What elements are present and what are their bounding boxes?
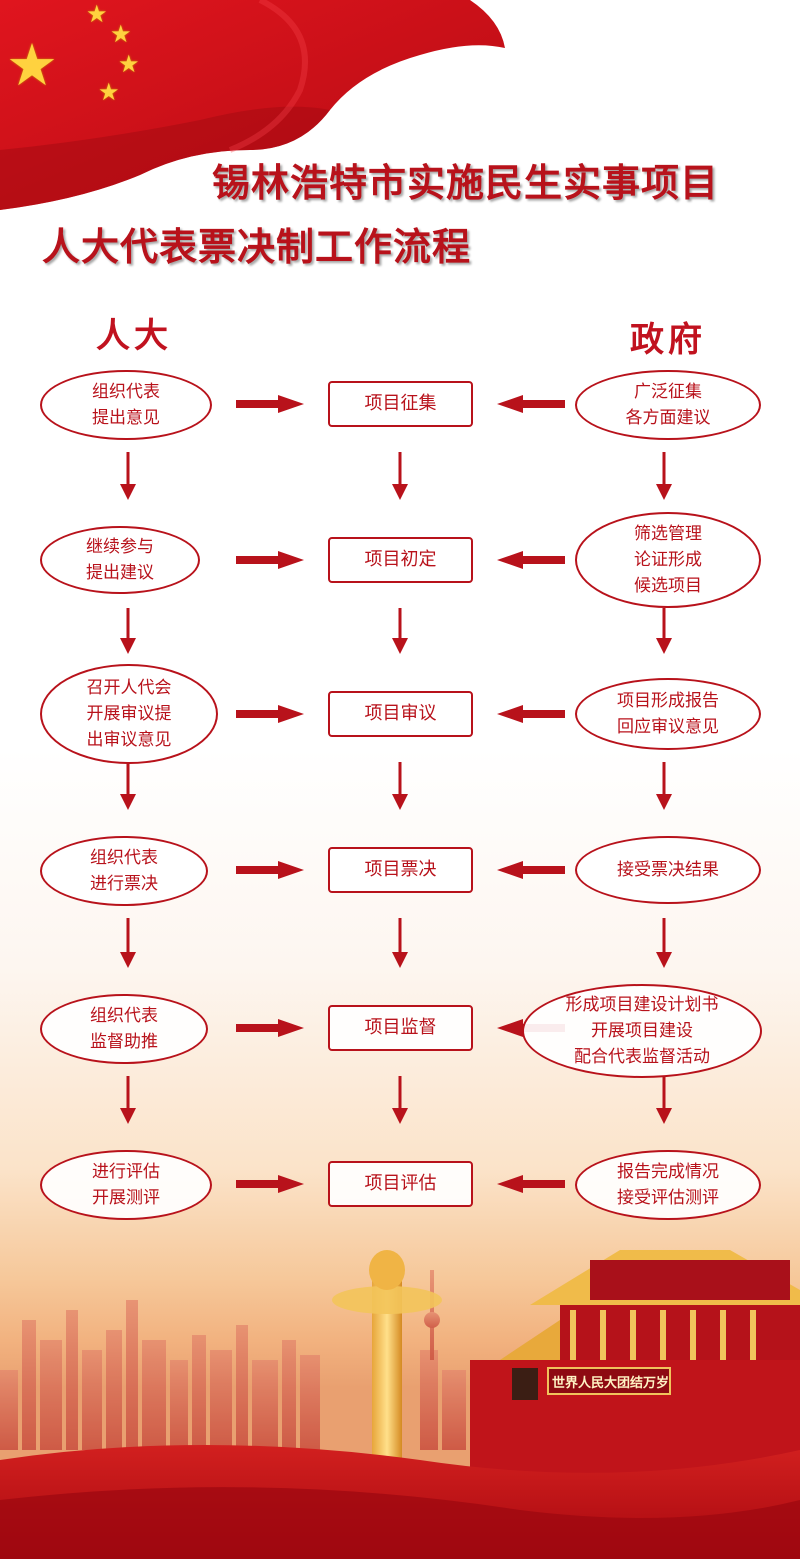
arrow-left-icon [497,1175,565,1193]
arrow-left-icon [497,395,565,413]
arrow-down-icon [120,452,136,500]
arrow-down-icon [392,918,408,968]
column-header-government: 政府 [630,320,706,360]
npc-step-4: 组织代表进行票决 [40,836,208,906]
stage-box-4: 项目票决 [328,847,473,893]
node-text-line: 开展项目建设 [591,1021,693,1041]
arrow-down-icon [120,762,136,810]
node-text-line: 配合代表监督活动 [574,1047,710,1067]
node-text-line: 组织代表 [90,1006,158,1026]
npc-step-3: 召开人代会开展审议提出审议意见 [40,664,218,764]
arrow-left-icon [497,705,565,723]
npc-step-6: 进行评估开展测评 [40,1150,212,1220]
flag-banner [0,0,505,210]
government-step-3: 项目形成报告回应审议意见 [575,678,761,750]
column-header-npc: 人大 [96,316,172,356]
arrow-down-icon [656,608,672,654]
arrow-down-icon [392,452,408,500]
arrow-down-icon [392,1076,408,1124]
arrow-down-icon [120,1076,136,1124]
flag-star-icon: ★ [110,20,132,48]
node-text-line: 候选项目 [634,576,702,596]
arrow-right-icon [236,1175,304,1193]
flag-star-icon: ★ [86,0,108,28]
arrow-right-icon [236,861,304,879]
node-text-line: 各方面建议 [625,408,711,428]
arrow-left-icon [497,551,565,569]
stage-box-2: 项目初定 [328,537,473,583]
government-step-6: 报告完成情况接受评估测评 [575,1150,761,1220]
government-step-2: 筛选管理论证形成候选项目 [575,512,761,608]
node-text-line: 筛选管理 [634,524,702,544]
city-skyline-illustration [0,1250,800,1559]
node-text-line: 论证形成 [634,550,702,570]
node-text-line: 形成项目建设计划书 [565,995,719,1015]
node-text-line: 接受评估测评 [617,1188,719,1208]
node-text-line: 召开人代会 [86,678,172,698]
flag-star-icon: ★ [6,31,58,99]
arrow-right-icon [236,1019,304,1037]
stage-box-1: 项目征集 [328,381,473,427]
flag-star-icon: ★ [98,78,120,106]
node-text-line: 接受票决结果 [617,860,719,880]
arrow-down-icon [656,1076,672,1124]
node-text-line: 项目形成报告 [617,691,719,711]
arrow-down-icon [656,452,672,500]
arrow-right-icon [236,395,304,413]
node-text-line: 开展审议提 [86,704,172,724]
arrow-left-icon [497,861,565,879]
npc-step-5: 组织代表监督助推 [40,994,208,1064]
stage-box-3: 项目审议 [328,691,473,737]
government-step-1: 广泛征集各方面建议 [575,370,761,440]
flag-star-icon: ★ [118,50,140,78]
stage-box-5: 项目监督 [328,1005,473,1051]
stage-box-6: 项目评估 [328,1161,473,1207]
arrow-right-icon [236,705,304,723]
node-text-line: 组织代表 [90,848,158,868]
node-text-line: 监督助推 [90,1032,158,1052]
gate-sign-text: 世界人民大团结万岁 [552,1376,670,1391]
node-text-line: 进行评估 [92,1162,160,1182]
page-title-line1: 锡林浩特市实施民生实事项目 [212,160,720,205]
arrow-down-icon [392,608,408,654]
arrow-down-icon [656,918,672,968]
arrow-down-icon [392,762,408,810]
node-text-line: 提出建议 [86,563,154,583]
arrow-right-icon [236,551,304,569]
node-text-line: 开展测评 [92,1188,160,1208]
page-title-line2: 人大代表票决制工作流程 [42,224,472,269]
node-text-line: 出审议意见 [86,730,172,750]
arrow-down-icon [120,918,136,968]
node-text-line: 报告完成情况 [617,1162,719,1182]
node-text-line: 继续参与 [86,537,154,557]
node-text-line: 广泛征集 [634,382,702,402]
arrow-down-icon [656,762,672,810]
node-text-line: 进行票决 [90,874,158,894]
npc-step-2: 继续参与提出建议 [40,526,200,594]
arrow-down-icon [120,608,136,654]
government-step-5: 形成项目建设计划书开展项目建设配合代表监督活动 [522,984,762,1078]
node-text-line: 提出意见 [92,408,160,428]
npc-step-1: 组织代表提出意见 [40,370,212,440]
node-text-line: 回应审议意见 [617,717,719,737]
node-text-line: 组织代表 [92,382,160,402]
government-step-4: 接受票决结果 [575,836,761,904]
